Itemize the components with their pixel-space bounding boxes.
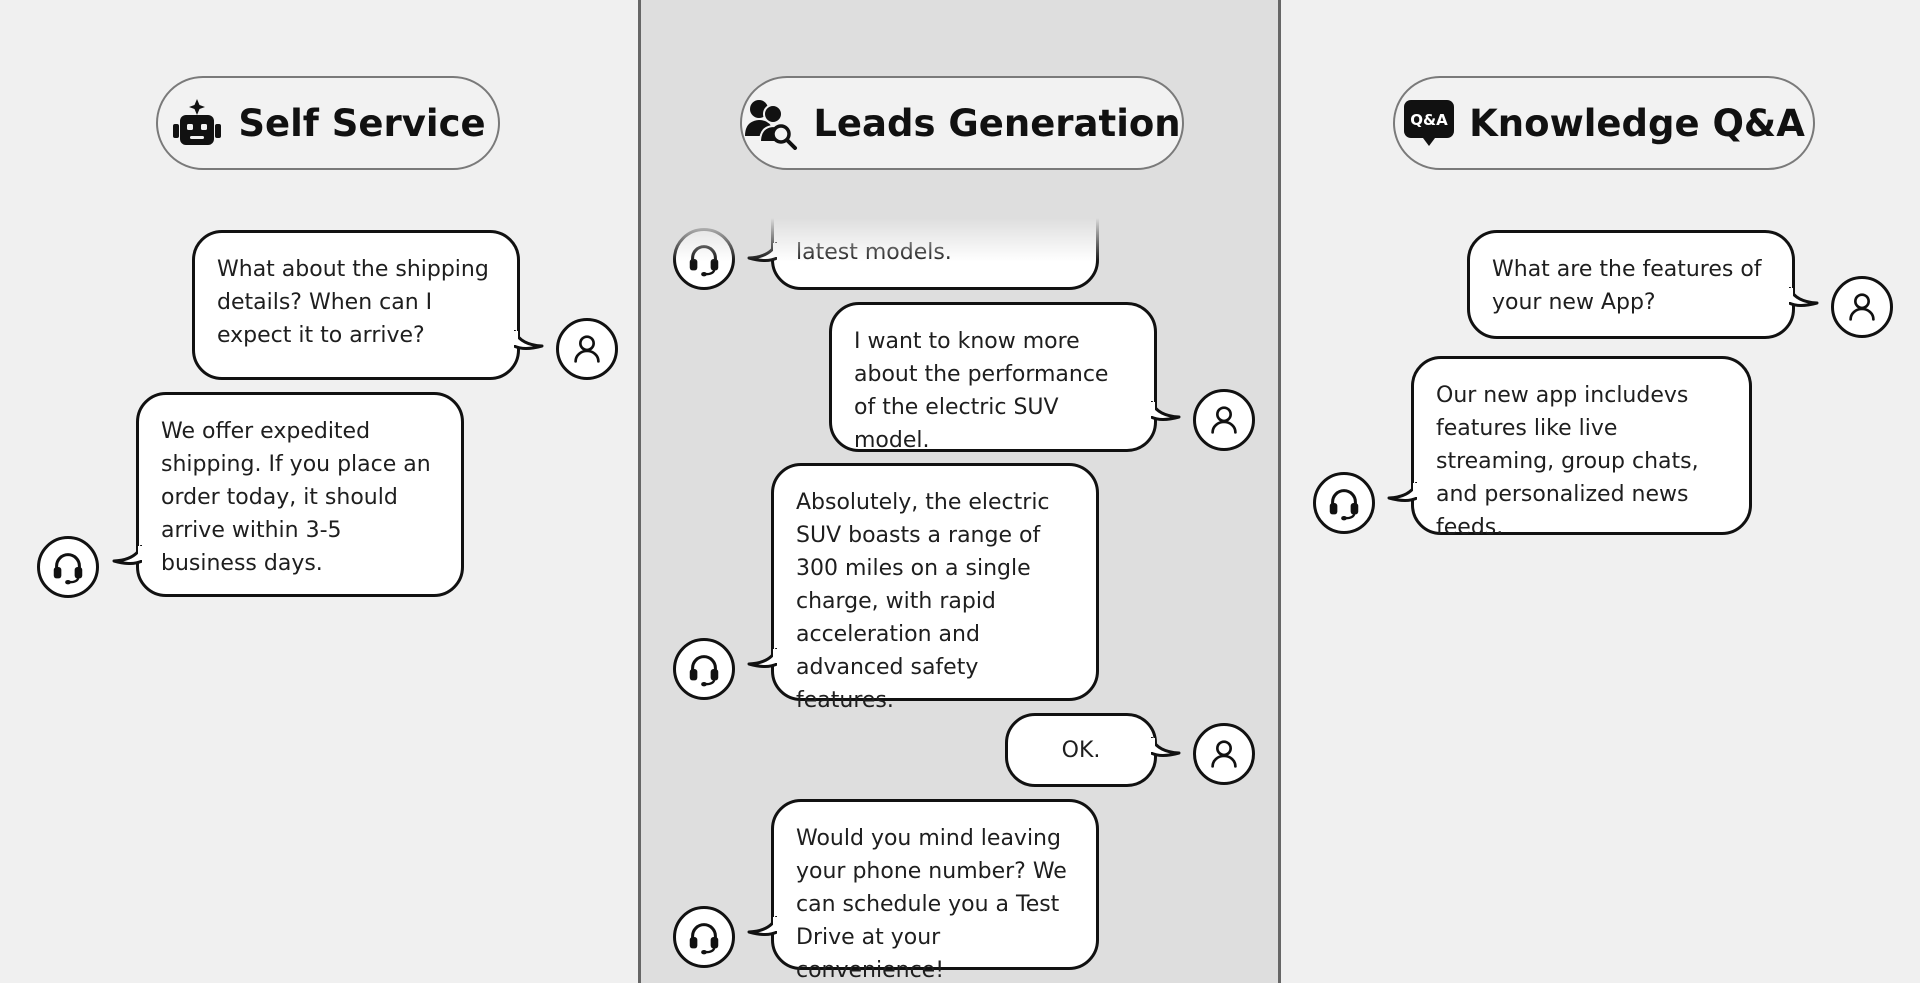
bubble-tail <box>514 330 544 350</box>
agent-avatar <box>1313 472 1375 534</box>
bubble-tail <box>1387 482 1417 502</box>
message-text: I want to know more about the performanc… <box>854 329 1109 453</box>
bubble-tail <box>1151 401 1181 421</box>
message-text: Our new app includevs features like live… <box>1436 383 1699 540</box>
user-avatar <box>1831 276 1893 338</box>
message-text: latest models. <box>796 240 952 265</box>
message-text: Absolutely, the electric SUV boasts a ra… <box>796 490 1050 713</box>
message-text: Would you mind leaving your phone number… <box>796 826 1067 983</box>
message-text: What are the features of your new App? <box>1492 257 1762 315</box>
bubble-tail <box>747 242 777 262</box>
panel-title-pill[interactable]: Self Service <box>156 76 500 170</box>
robot-icon <box>170 97 224 149</box>
agent-avatar <box>673 906 735 968</box>
panel-title-pill[interactable]: Q&A Knowledge Q&A <box>1393 76 1815 170</box>
agent-avatar <box>37 536 99 598</box>
panel-self-service: Self Service What about the shipping det… <box>0 0 638 983</box>
panel-title: Knowledge Q&A <box>1469 101 1805 145</box>
panel-title: Leads Generation <box>813 101 1181 145</box>
headset-icon <box>685 240 723 278</box>
agent-avatar <box>673 228 735 290</box>
panel-leads-generation: latest models. Leads Generation I want t… <box>638 0 1281 983</box>
panel-knowledge-qa: Q&A Knowledge Q&A What are the features … <box>1281 0 1920 983</box>
user-message-bubble: What are the features of your new App? <box>1467 230 1795 339</box>
user-message-bubble: I want to know more about the performanc… <box>829 302 1157 453</box>
qa-icon-label: Q&A <box>1410 111 1448 129</box>
message-text: OK. <box>1061 737 1101 763</box>
user-avatar <box>556 318 618 380</box>
panel-title: Self Service <box>238 101 486 145</box>
headset-icon <box>685 650 723 688</box>
user-avatar <box>1193 389 1255 451</box>
headset-icon <box>49 548 87 586</box>
headset-icon <box>685 918 723 956</box>
bubble-tail <box>1151 737 1181 757</box>
bubble-tail <box>112 545 142 565</box>
agent-message-bubble: Absolutely, the electric SUV boasts a ra… <box>771 463 1099 713</box>
bubble-tail <box>747 648 777 668</box>
user-icon <box>1205 401 1243 439</box>
user-icon <box>1205 735 1243 773</box>
message-text: We offer expedited shipping. If you plac… <box>161 419 431 576</box>
agent-avatar <box>673 638 735 700</box>
people-search-icon <box>743 96 799 150</box>
user-message-bubble: OK. <box>1005 713 1157 787</box>
agent-message-bubble: Would you mind leaving your phone number… <box>771 799 1099 983</box>
user-icon <box>568 330 606 368</box>
agent-message-bubble: Our new app includevs features like live… <box>1411 356 1752 540</box>
agent-message-bubble: latest models. <box>771 150 1099 290</box>
qa-chat-icon: Q&A <box>1403 98 1455 148</box>
user-icon <box>1843 288 1881 326</box>
message-text: What about the shipping details? When ca… <box>217 257 489 348</box>
bubble-tail <box>1789 287 1819 307</box>
agent-message-bubble: We offer expedited shipping. If you plac… <box>136 392 464 597</box>
panel-title-pill[interactable]: Leads Generation <box>740 76 1184 170</box>
user-avatar <box>1193 723 1255 785</box>
bubble-tail <box>747 916 777 936</box>
headset-icon <box>1325 484 1363 522</box>
user-message-bubble: What about the shipping details? When ca… <box>192 230 520 380</box>
